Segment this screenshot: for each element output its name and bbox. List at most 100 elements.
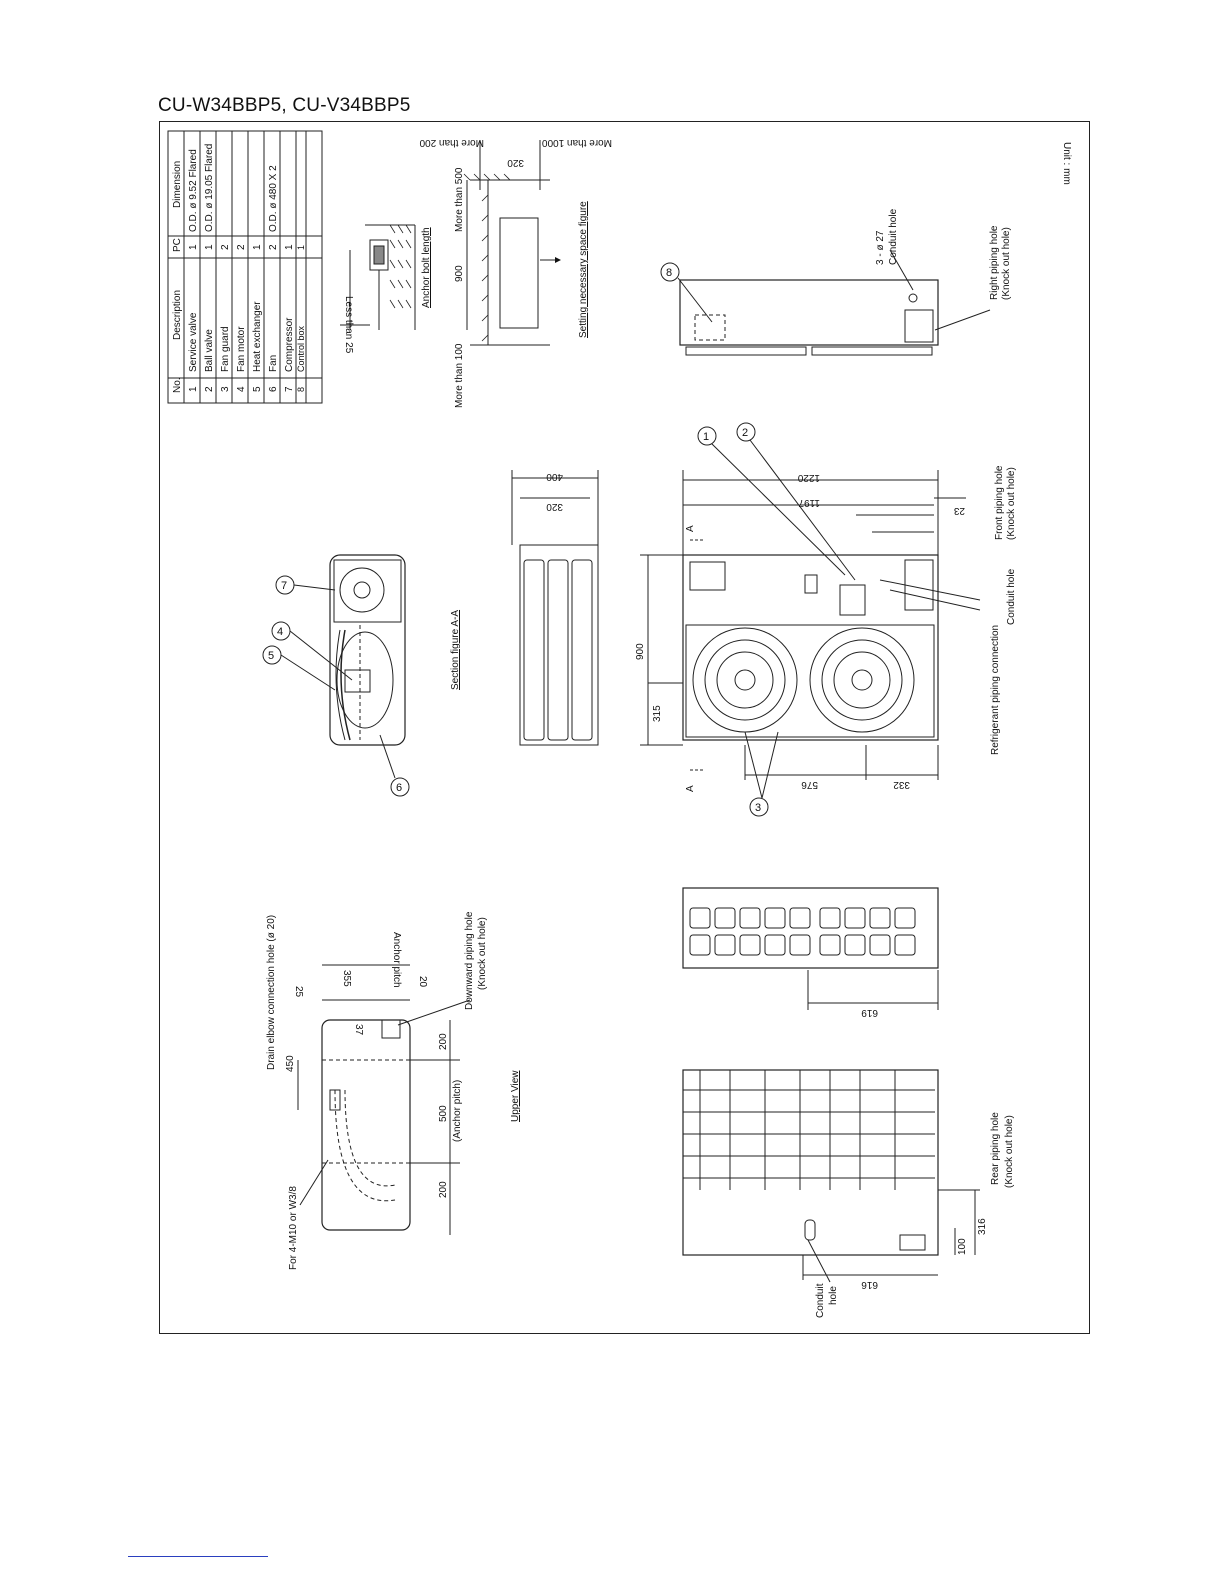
rear-piping-knock: (Knock out hole): [1004, 1115, 1015, 1188]
upper-200-top: 200: [438, 1033, 449, 1050]
right-side-view: 8 3 - ø 27 Conduit hole Right piping hol…: [660, 208, 1012, 356]
front-marker-a-top: A: [685, 525, 696, 532]
parts-table: No. Description PC Dimension 1 Service v…: [167, 130, 323, 404]
upper-200-bottom: 200: [438, 1181, 449, 1198]
front-1197: 1197: [798, 497, 820, 508]
upper-355: 355: [341, 970, 352, 987]
svg-text:1: 1: [252, 244, 263, 250]
svg-text:2: 2: [220, 244, 231, 250]
svg-text:Fan motor: Fan motor: [236, 326, 247, 372]
rear-100: 100: [957, 1238, 968, 1255]
svg-text:1: 1: [204, 244, 215, 250]
svg-text:1: 1: [284, 244, 295, 250]
svg-text:7: 7: [284, 386, 295, 392]
side-320: 320: [546, 501, 563, 512]
table-row: 3 Fan guard 2: [220, 244, 231, 392]
upper-anchor-pitch-paren: (Anchor pitch): [452, 1080, 463, 1142]
front-piping-knock: (Knock out hole): [1006, 467, 1017, 540]
section-aa-title: Section figure A-A: [450, 610, 461, 690]
svg-text:1: 1: [188, 244, 199, 250]
front-conduit-hole: Conduit hole: [1006, 568, 1017, 625]
rear-hole: hole: [828, 1286, 839, 1305]
side-view-small: 400 320: [511, 470, 599, 746]
left-619: 619: [861, 1007, 878, 1018]
upper-downward-knock: (Knock out hole): [477, 917, 488, 990]
svg-text:Control box: Control box: [296, 325, 306, 372]
upper-downward-piping: Downward piping hole: [464, 911, 475, 1010]
table-row: 5 Heat exchanger 1: [252, 244, 263, 392]
svg-text:Fan: Fan: [268, 355, 279, 372]
anchor-bolt-title: Anchor bolt length: [421, 227, 432, 308]
svg-text:Fan guard: Fan guard: [220, 326, 231, 372]
svg-text:O.D. ø 480 X 2: O.D. ø 480 X 2: [268, 165, 279, 232]
svg-text:8: 8: [666, 267, 672, 279]
left-side-view: 619: [682, 887, 939, 1018]
front-marker-a-bottom: A: [685, 785, 696, 792]
space-more-than-1000: More than 1000: [542, 137, 612, 148]
footer-link-rule: [128, 1556, 268, 1557]
svg-text:O.D. ø 9.52 Flared: O.D. ø 9.52 Flared: [188, 149, 199, 232]
svg-text:4: 4: [236, 386, 247, 392]
svg-text:8: 8: [296, 387, 306, 392]
upper-450: 450: [285, 1055, 296, 1072]
space-figure-title: Setting necessary space figure: [578, 201, 589, 338]
rear-616: 616: [861, 1279, 878, 1290]
svg-text:1: 1: [296, 245, 306, 250]
front-refrigerant: Refrigerant piping connection: [990, 625, 1001, 755]
upper-for-bolt: For 4-M10 or W3/8: [288, 1186, 299, 1270]
table-row: 1 Service valve 1 O.D. ø 9.52 Flared: [188, 149, 199, 392]
right-piping-hole: Right piping hole: [989, 225, 1000, 300]
svg-text:Heat exchanger: Heat exchanger: [252, 301, 263, 372]
front-1220: 1220: [797, 472, 820, 483]
drawing-frame: [159, 121, 1090, 1334]
upper-view-title: Upper View: [510, 1070, 521, 1122]
svg-text:5: 5: [252, 386, 263, 392]
svg-text:2: 2: [204, 386, 215, 392]
upper-drain-elbow: Drain elbow connection hole (ø 20): [266, 915, 277, 1070]
right-conduit-hole: Conduit hole: [888, 208, 899, 265]
table-row: 8 Control box 1: [296, 245, 306, 392]
table-header-pc: PC: [172, 238, 183, 252]
upper-anchor-pitch: Anchor pitch: [391, 932, 402, 988]
svg-text:2: 2: [268, 244, 279, 250]
svg-text:Service valve: Service valve: [188, 312, 199, 372]
svg-text:2: 2: [236, 244, 247, 250]
space-figure: More than 200 320 More than 1000 More th…: [419, 137, 612, 408]
svg-text:6: 6: [268, 386, 279, 392]
svg-text:1: 1: [188, 386, 199, 392]
upper-37: 37: [353, 1024, 364, 1036]
front-900: 900: [635, 643, 646, 660]
table-row: 6 Fan 2 O.D. ø 480 X 2: [268, 165, 279, 392]
right-conduit: 3 - ø 27: [875, 230, 886, 265]
svg-text:2: 2: [742, 427, 748, 439]
svg-text:3: 3: [220, 386, 231, 392]
svg-text:Ball valve: Ball valve: [204, 329, 215, 372]
front-piping-hole: Front piping hole: [994, 465, 1005, 540]
table-row: 2 Ball valve 1 O.D. ø 19.05 Flared: [204, 144, 215, 392]
upper-500: 500: [438, 1105, 449, 1122]
side-400: 400: [546, 471, 563, 482]
space-900: 900: [454, 265, 465, 282]
svg-text:O.D. ø 19.05 Flared: O.D. ø 19.05 Flared: [204, 144, 215, 232]
table-header-dimension: Dimension: [172, 161, 183, 208]
table-header-no: No.: [172, 377, 183, 393]
front-23: 23: [953, 505, 965, 516]
svg-text:Compressor: Compressor: [284, 317, 295, 372]
right-piping-knock: (Knock out hole): [1001, 227, 1012, 300]
table-row: 7 Compressor 1: [284, 244, 295, 392]
svg-text:7: 7: [281, 580, 287, 592]
unit-label: Unit : mm: [1061, 142, 1072, 185]
space-more-than-100: More than 100: [454, 343, 465, 408]
front-315: 315: [652, 705, 663, 722]
rear-conduit: Conduit: [815, 1283, 826, 1318]
rear-316: 316: [977, 1218, 988, 1235]
upper-view: Drain elbow connection hole (ø 20) 450 2…: [266, 911, 521, 1270]
svg-text:3: 3: [755, 802, 761, 814]
front-332: 332: [893, 779, 910, 790]
space-320: 320: [507, 157, 524, 168]
section-aa: 7 4 5 6 Section figure A-A: [262, 554, 461, 797]
svg-text:1: 1: [703, 431, 709, 443]
page-title: CU-W34BBP5, CU-V34BBP5: [158, 95, 411, 116]
svg-text:4: 4: [277, 626, 283, 638]
